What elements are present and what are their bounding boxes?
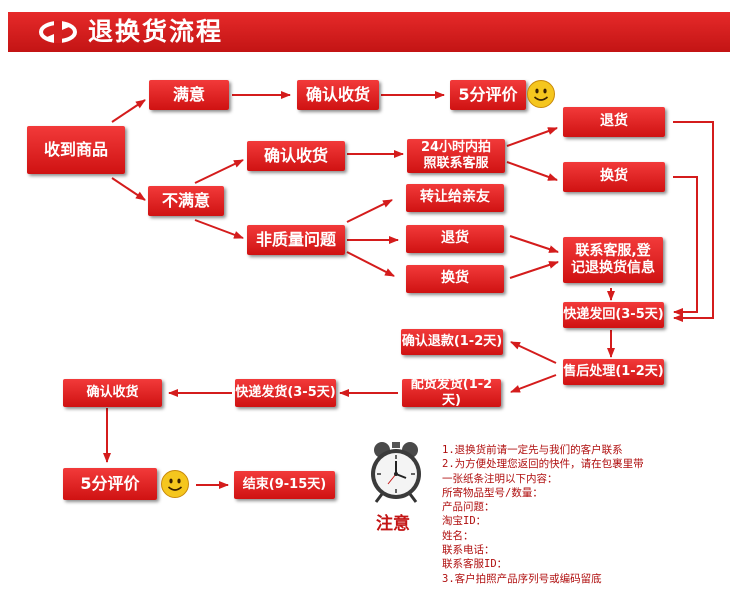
node-satisfied: 满意 <box>149 80 229 110</box>
notice-line: 淘宝ID： <box>442 515 487 528</box>
notice-line: 姓名： <box>442 529 474 542</box>
node-rate-bottom: 5分评价 <box>63 468 157 500</box>
arrow-exchange-top-express <box>673 176 698 316</box>
arrow-exchange-contact <box>509 261 559 279</box>
node-confirm-receipt-top: 确认收货 <box>297 80 379 110</box>
notice-line: 3.客户拍照产品序列号或编码留底 <box>442 572 602 585</box>
node-confirm-refund: 确认退款(1-2天) <box>401 329 503 355</box>
node-received: 收到商品 <box>27 126 125 174</box>
node-express-ship: 快递发货(3-5天) <box>235 379 336 407</box>
notice-line: 1.退换货前请一定先与我们的客户联系 <box>442 444 623 456</box>
page-title: 退换货流程 <box>88 17 224 46</box>
notice-line: 联系电话： <box>442 544 495 557</box>
alarm-clock-icon <box>371 442 421 503</box>
node-unsatisfied: 不满意 <box>148 186 224 216</box>
arrow-received-satisfied <box>111 99 146 123</box>
node-non-quality: 非质量问题 <box>247 225 345 255</box>
arrow-aftersales-ship <box>510 374 557 393</box>
notice-notes: 1.退换货前请一定先与我们的客户联系 2.为方便处理您返回的快件，请在包裹里带 … <box>442 443 732 586</box>
node-after-sales: 售后处理(1-2天) <box>563 359 664 385</box>
arrow-nonquality-exchange <box>346 251 395 277</box>
notice-line: 联系客服ID： <box>442 558 508 571</box>
node-express-back: 快递发回(3-5天) <box>563 302 664 328</box>
node-exchange-mid: 换货 <box>406 265 504 293</box>
smiley-icon <box>161 470 189 498</box>
node-return-top: 退货 <box>563 107 665 137</box>
arrow-unsatisfied-confirm <box>194 159 244 184</box>
node-ship-goods: 配货发货(1-2天) <box>402 377 501 408</box>
notice-line: 2.为方便处理您返回的快件，请在包裹里带 <box>442 458 644 471</box>
notice-line: 所寄物品型号/数量： <box>442 486 543 499</box>
smiley-icon <box>527 80 555 108</box>
notice-line: 产品问题： <box>442 501 495 514</box>
arrow-nonquality-transfer <box>346 199 393 223</box>
node-contact-register-line2: 记退换货信息 <box>571 260 655 276</box>
header-banner: 退换货流程 <box>8 12 730 52</box>
node-photo-contact-line1: 24小时内拍 <box>420 139 492 155</box>
node-contact-register-line1: 联系客服,登 <box>575 242 651 259</box>
arrow-return-contact <box>509 235 559 253</box>
node-contact-register: 联系客服,登 记退换货信息 <box>563 237 663 283</box>
node-transfer-friend: 转让给亲友 <box>406 184 504 212</box>
node-exchange-top: 换货 <box>563 162 665 192</box>
notice-title: 注意 <box>376 514 410 534</box>
arrow-received-unsatisfied <box>111 177 146 201</box>
node-end: 结束(9-15天) <box>234 471 335 499</box>
node-return-mid: 退货 <box>406 225 504 253</box>
node-rate-top: 5分评价 <box>450 80 526 110</box>
arrow-photo-return <box>506 127 558 147</box>
node-confirm-receipt-bottom: 确认收货 <box>63 379 162 407</box>
arrow-aftersales-refund <box>510 341 557 364</box>
node-photo-contact: 24小时内拍 照联系客服 <box>407 139 505 173</box>
refresh-arrows-icon <box>39 21 77 43</box>
arrow-unsatisfied-nonquality <box>194 219 244 239</box>
node-photo-contact-line2: 照联系客服 <box>423 156 489 171</box>
arrow-photo-exchange <box>506 161 558 181</box>
node-confirm-receipt-mid: 确认收货 <box>247 141 345 171</box>
notice-line: 一张纸条注明以下内容： <box>442 472 558 485</box>
arrow-return-top-express <box>673 121 714 322</box>
